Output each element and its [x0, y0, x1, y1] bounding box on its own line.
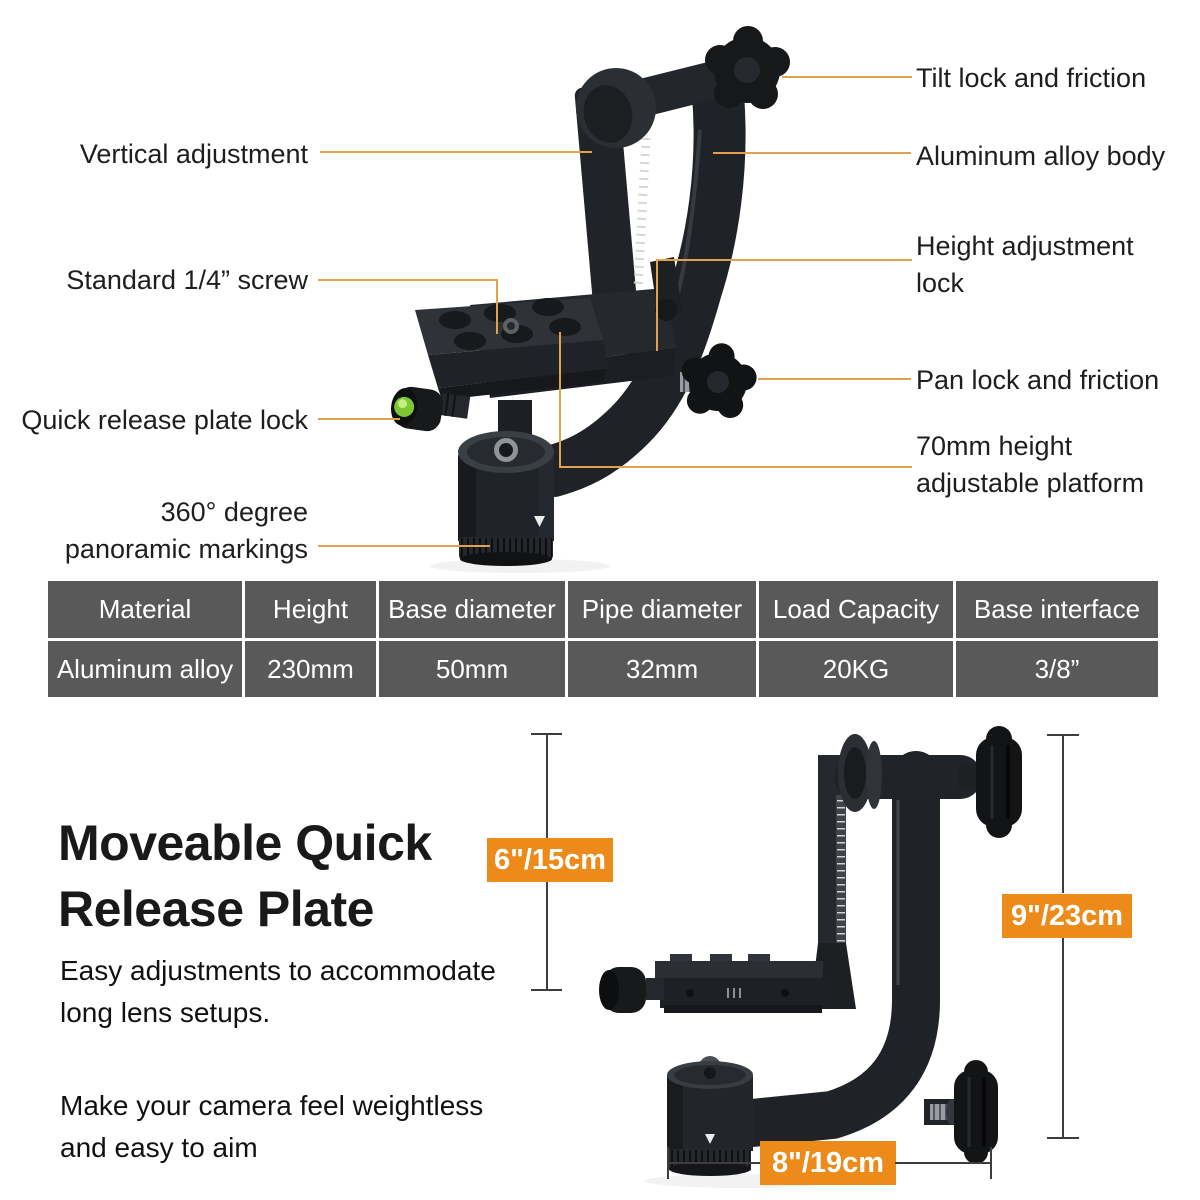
dim-upper-line-a — [546, 734, 548, 838]
spec-value-load-capacity: 20KG — [759, 641, 953, 697]
index-triangle — [534, 516, 545, 527]
height-ruler-markings — [633, 137, 651, 289]
lock-shaft — [646, 978, 664, 1000]
label-pan-lock: Pan lock and friction — [916, 365, 1160, 395]
spec-value-base-diameter: 50mm — [379, 641, 565, 697]
label-panoramic-markings: 360° degree panoramic markings — [64, 497, 308, 564]
feature-paragraph-1: Easy adjustments to accommodate long len… — [60, 955, 496, 1028]
callout-line-tilt-lock — [782, 76, 912, 78]
spec-value-pipe-diameter: 32mm — [568, 641, 756, 697]
dim-badge-upper-height: 6"/15cm — [487, 838, 613, 882]
dim-total-line-b — [1062, 938, 1064, 1138]
label-quick-release-plate-lock: Quick release plate lock — [21, 405, 308, 435]
callout-line-platform-rise — [559, 332, 561, 468]
dim-upper-bottom-cap — [531, 989, 562, 991]
spec-header-base-diameter: Base diameter — [379, 581, 565, 638]
dim-badge-total-height: 9"/23cm — [1002, 894, 1132, 938]
spec-header-pipe-diameter: Pipe diameter — [568, 581, 756, 638]
gimbal-head-side-illustration — [599, 726, 1022, 1188]
label-tilt-lock: Tilt lock and friction — [916, 63, 1147, 93]
callout-line-standard-screw — [318, 279, 498, 281]
dim-total-bottom-cap — [1047, 1137, 1079, 1139]
callout-line-vertical-adjustment — [320, 151, 592, 153]
dim-total-line-a — [1062, 735, 1064, 893]
aluminum-body-tube — [728, 751, 940, 1147]
label-aluminum-body: Aluminum alloy body — [916, 141, 1166, 171]
spec-header-material: Material — [48, 581, 242, 638]
callout-line-plate-lock — [318, 418, 400, 420]
spec-header-base-interface: Base interface — [956, 581, 1158, 638]
label-vertical-adjustment: Vertical adjustment — [79, 139, 308, 169]
label-height-adjustment-lock: Height adjustment lock — [916, 231, 1134, 298]
callout-line-standard-screw-drop — [496, 279, 498, 334]
tilt-lock-knob — [705, 26, 790, 109]
index-triangle — [705, 1134, 715, 1144]
gimbal-head-three-quarter-illustration — [391, 26, 790, 573]
feature-heading: Moveable Quick Release Plate — [58, 815, 432, 937]
feature-paragraph-2: Make your camera feel weightless and eas… — [60, 1090, 484, 1163]
dim-width-right-cap — [990, 1147, 992, 1179]
dim-width-line-a — [668, 1162, 761, 1164]
label-adjustable-platform: 70mm height adjustable platform — [916, 431, 1145, 498]
spec-table: Material Height Base diameter Pipe diame… — [48, 581, 1171, 697]
callout-line-pan-lock — [758, 378, 911, 380]
callout-line-platform — [559, 466, 912, 468]
spec-header-height: Height — [245, 581, 376, 638]
quick-release-clamp — [599, 954, 826, 1013]
dim-upper-line-b — [546, 882, 548, 990]
dim-badge-base-width: 8"/19cm — [760, 1141, 896, 1185]
tilt-pivot-disc — [576, 68, 656, 148]
spec-header-load-capacity: Load Capacity — [759, 581, 953, 638]
spec-value-material: Aluminum alloy — [48, 641, 242, 697]
callout-line-height-lock — [657, 259, 912, 261]
dim-width-line-b — [895, 1162, 991, 1164]
pan-lock-knob — [924, 1060, 998, 1164]
label-standard-quarter-screw: Standard 1/4” screw — [66, 265, 308, 295]
pan-lock-knob — [680, 343, 757, 418]
quick-release-lock-knob — [391, 386, 471, 432]
spec-value-height: 230mm — [245, 641, 376, 697]
callout-line-height-lock-drop — [656, 259, 658, 351]
spec-value-base-interface: 3/8” — [956, 641, 1158, 697]
tilt-lock-knob — [976, 726, 1022, 838]
quick-release-plate — [415, 298, 609, 448]
callout-line-aluminum-body — [713, 152, 911, 154]
panoramic-base — [458, 431, 554, 566]
tilt-arm — [834, 734, 982, 812]
callout-line-panoramic-markings — [318, 545, 490, 547]
panoramic-base — [667, 1056, 753, 1176]
